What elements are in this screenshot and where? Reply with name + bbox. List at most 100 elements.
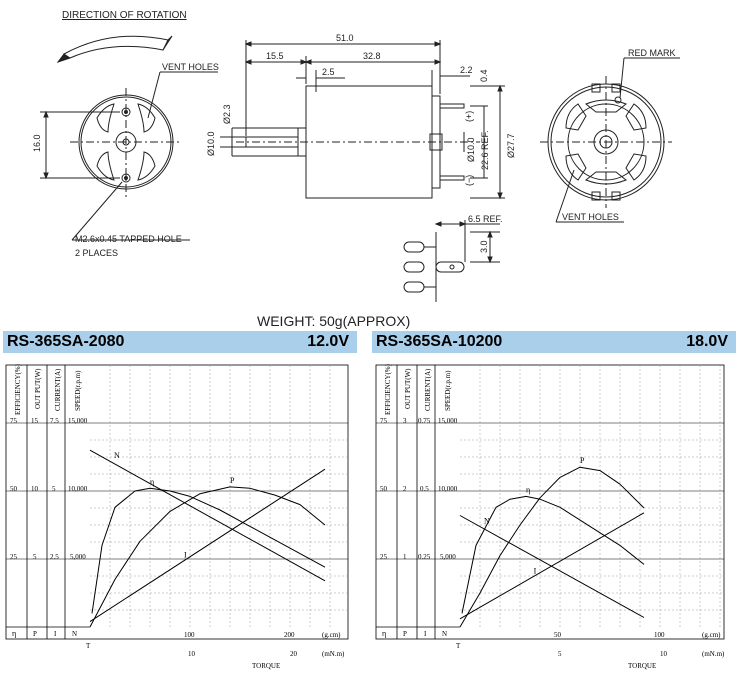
tick-out-5: 5 bbox=[33, 553, 37, 561]
x-tick-gcm: 100 bbox=[654, 631, 665, 639]
tick-eff-75: 75 bbox=[10, 417, 18, 425]
tick-cur-5: 5 bbox=[52, 485, 56, 493]
x-unit-mnm: (mN.m) bbox=[702, 650, 725, 658]
motor-drawing: DIRECTION OF ROTATION 16.0 VENT HOLES M2… bbox=[32, 10, 680, 329]
left-model-label: RS-365SA-2080 bbox=[7, 333, 125, 350]
tapped-hole-count-label: 2 PLACES bbox=[75, 248, 118, 258]
vent-holes-left-label: VENT HOLES bbox=[162, 62, 219, 72]
terminal-detail bbox=[403, 220, 500, 302]
series-label-I: I bbox=[184, 551, 187, 560]
dim-6-5: 6.5 REF. bbox=[468, 214, 503, 224]
legend-eta: η bbox=[12, 629, 16, 638]
legend-eta: η bbox=[382, 629, 386, 638]
tick-out-1: 1 bbox=[403, 553, 407, 561]
tick-spd-10000: 10,000 bbox=[68, 485, 88, 493]
series-label-I: I bbox=[534, 566, 537, 575]
series-line-I bbox=[459, 512, 645, 620]
x-tick-gcm: 100 bbox=[184, 631, 195, 639]
dim-32-8: 32.8 bbox=[363, 51, 381, 61]
performance-chart-right: EFFICIENCY(%) OUT PUT(W) CURRENT(A) SPEE… bbox=[375, 363, 725, 670]
tick-eff-25: 25 bbox=[380, 553, 388, 561]
x-tick-mnm: 20 bbox=[290, 650, 298, 658]
rear-end-view bbox=[540, 57, 680, 223]
direction-label: DIRECTION OF ROTATION bbox=[62, 10, 187, 21]
series-line-N bbox=[89, 449, 326, 582]
dim-16: 16.0 bbox=[32, 134, 42, 152]
header-current: CURRENT(A) bbox=[424, 368, 432, 411]
dim-22-6: 22.6 REF. bbox=[480, 130, 490, 170]
tick-spd-5000: 5,000 bbox=[440, 553, 456, 561]
right-model-label: RS-365SA-10200 bbox=[376, 333, 503, 350]
header-output: OUT PUT(W) bbox=[404, 368, 412, 409]
tick-cur-0-75: 0.75 bbox=[418, 417, 431, 425]
tick-eff-50: 50 bbox=[10, 485, 18, 493]
series-line-η bbox=[461, 495, 645, 614]
tick-spd-15000: 15,000 bbox=[68, 417, 88, 425]
right-voltage-label: 18.0V bbox=[686, 333, 728, 350]
t-label: T bbox=[86, 642, 91, 650]
right-panel-header: RS-365SA-10200 18.0V bbox=[372, 331, 736, 353]
tick-out-2: 2 bbox=[403, 485, 407, 493]
tick-out-15: 15 bbox=[31, 417, 39, 425]
red-mark-label: RED MARK bbox=[628, 48, 676, 58]
tick-eff-25: 25 bbox=[10, 553, 18, 561]
left-panel-header: RS-365SA-2080 12.0V bbox=[3, 331, 357, 353]
series-line-η bbox=[91, 487, 326, 614]
header-speed: SPEED(r.p.m) bbox=[444, 370, 452, 411]
dim-d2-3: Ø2.3 bbox=[222, 104, 232, 124]
series-label-N: N bbox=[484, 516, 490, 525]
legend-n: N bbox=[442, 630, 447, 638]
series-label-P: P bbox=[230, 476, 235, 485]
dim-2-5: 2.5 bbox=[322, 67, 335, 77]
t-label: T bbox=[456, 642, 461, 650]
legend-n: N bbox=[72, 630, 77, 638]
tick-cur-2-5: 2.5 bbox=[50, 553, 59, 561]
dim-51: 51.0 bbox=[336, 33, 354, 43]
series-line-P bbox=[459, 466, 645, 628]
x-title: TORQUE bbox=[252, 662, 280, 670]
tick-cur-0-25: 0.25 bbox=[418, 553, 431, 561]
tick-spd-5000: 5,000 bbox=[70, 553, 86, 561]
tick-eff-50: 50 bbox=[380, 485, 388, 493]
x-tick-mnm: 10 bbox=[660, 650, 668, 658]
performance-chart-left: EFFICIENCY(%) OUT PUT(W) CURRENT(A) SPEE… bbox=[5, 363, 349, 670]
x-tick-gcm: 50 bbox=[554, 631, 562, 639]
header-speed: SPEED(r.p.m) bbox=[74, 370, 82, 411]
weight-label: WEIGHT: 50g(APPROX) bbox=[257, 313, 410, 329]
rotation-arrow-icon bbox=[63, 35, 169, 59]
vent-holes-right-label: VENT HOLES bbox=[562, 212, 619, 222]
x-unit-gcm: (g.cm) bbox=[702, 631, 721, 639]
series-line-P bbox=[89, 486, 326, 628]
tick-spd-10000: 10,000 bbox=[438, 485, 458, 493]
dim-d10: Ø10.0 bbox=[206, 131, 216, 156]
dim-0-4: 0.4 bbox=[479, 69, 489, 82]
plus-terminal-label: (+) bbox=[464, 111, 474, 122]
x-tick-mnm: 5 bbox=[558, 650, 562, 658]
tapped-hole-label: M2.6x0.45 TAPPED HOLE bbox=[75, 234, 182, 244]
legend-p: P bbox=[33, 630, 37, 638]
series-label-η: η bbox=[150, 477, 154, 486]
x-title: TORQUE bbox=[628, 662, 656, 670]
dim-2-2: 2.2 bbox=[460, 65, 473, 75]
header-efficiency: EFFICIENCY(%) bbox=[384, 363, 392, 415]
tick-out-10: 10 bbox=[31, 485, 39, 493]
tick-cur-0-5: 0.5 bbox=[420, 485, 429, 493]
series-label-P: P bbox=[580, 456, 585, 465]
left-voltage-label: 12.0V bbox=[307, 333, 349, 350]
series-label-η: η bbox=[526, 485, 530, 494]
minus-terminal-label: (−) bbox=[464, 175, 474, 186]
dim-15-5: 15.5 bbox=[266, 51, 284, 61]
tick-out-3: 3 bbox=[403, 417, 407, 425]
tick-eff-75: 75 bbox=[380, 417, 388, 425]
tick-spd-15000: 15,000 bbox=[438, 417, 458, 425]
x-tick-mnm: 10 bbox=[188, 650, 196, 658]
series-line-I bbox=[89, 468, 326, 623]
front-end-view bbox=[40, 71, 218, 241]
dim-3: 3.0 bbox=[479, 240, 489, 253]
header-output: OUT PUT(W) bbox=[34, 368, 42, 409]
legend-i: I bbox=[54, 630, 57, 638]
dim-d27-7: Ø27.7 bbox=[506, 133, 516, 158]
dim-d10-b: Ø10.0 bbox=[466, 137, 476, 162]
tick-cur-7-5: 7.5 bbox=[50, 417, 59, 425]
header-current: CURRENT(A) bbox=[54, 368, 62, 411]
